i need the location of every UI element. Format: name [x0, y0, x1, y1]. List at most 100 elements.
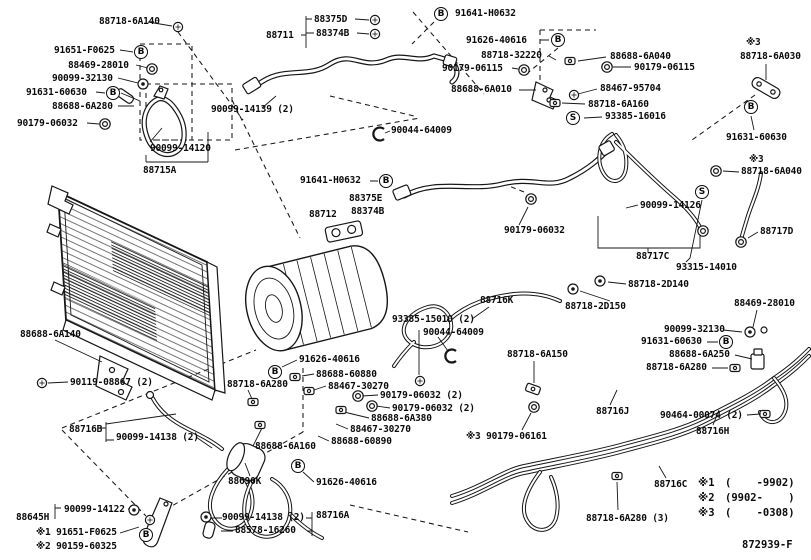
part-label: 91641-H0632 [455, 8, 516, 19]
legend-marker: ※2 [698, 492, 715, 504]
part-label: 91626-40616 [466, 35, 527, 46]
legend-value: (9902- ) [725, 492, 795, 504]
part-label: 88717C [636, 251, 670, 262]
ref-symbol-b: B [139, 528, 153, 542]
part-label: 88718-2D150 [565, 301, 626, 312]
part-label: 90099-14139 (2) [211, 104, 294, 115]
part-label: 91631-60630 [26, 87, 87, 98]
ref-symbol-b: B [744, 100, 758, 114]
part-label: 93385-16016 [605, 111, 666, 122]
applicability-legend: ※1 ( -9902) ※2 (9902- ) ※3( -0308) [698, 477, 795, 522]
legend-marker: ※1 [698, 477, 715, 489]
part-label: 88467-30270 [350, 424, 411, 435]
part-label: 91626-40616 [299, 354, 360, 365]
part-label: 90099-32130 [52, 73, 113, 84]
ref-symbol-b: B [434, 7, 448, 21]
part-label: 88718-6A140 [99, 16, 160, 27]
figure-code: 872939-F [742, 539, 793, 551]
part-label: 93315-14010 [676, 262, 737, 273]
part-label: 91651-F0625 [54, 45, 115, 56]
part-label: 90179-06115 [634, 62, 695, 73]
part-label: 88688-6A280 [52, 101, 113, 112]
ref-symbol-b: B [719, 335, 733, 349]
part-label: 88467-95704 [600, 83, 661, 94]
part-label: 90179-06115 [442, 63, 503, 74]
part-label: 91626-40616 [316, 477, 377, 488]
part-label: 88718-6A150 [507, 349, 568, 360]
legend-marker: ※3 [698, 507, 715, 519]
part-label: 90099-32130 [664, 324, 725, 335]
part-label: 88645H [16, 512, 50, 523]
part-label: 88578-16260 [235, 525, 296, 536]
part-label: 88716J [596, 406, 630, 417]
part-label: 88718-2D140 [628, 279, 689, 290]
part-label: 88712 [309, 209, 337, 220]
part-label: 88718-6A280 [227, 379, 288, 390]
part-label: 93385-15010 (2) [392, 314, 475, 325]
part-label: 88688-6A380 [371, 413, 432, 424]
part-label: 90179-06032 [504, 225, 565, 236]
part-label: 88717D [760, 226, 794, 237]
part-label: 90179-06032 [17, 118, 78, 129]
part-label: 88688-6A160 [255, 441, 316, 452]
part-label: ※2 90159-60325 [36, 541, 117, 552]
part-label: 88375E [349, 193, 383, 204]
part-label: 88716H [696, 426, 730, 437]
part-label: 90099-14138 (2) [116, 432, 199, 443]
ref-symbol-b: B [134, 45, 148, 59]
part-label: 90119-08867 (2) [70, 377, 153, 388]
ref-symbol-b: B [551, 33, 565, 47]
part-label: 90179-06032 (2) [380, 390, 463, 401]
part-label: 88718-32220 [481, 50, 542, 61]
ref-symbol-b: B [379, 174, 393, 188]
part-label: 88375D [314, 14, 348, 25]
part-label: 90099-14126 [640, 200, 701, 211]
part-label: 88718-6A160 [588, 99, 649, 110]
part-label: 88688-6A140 [20, 329, 81, 340]
part-label: 88374B [316, 28, 350, 39]
part-label: 88688-6A010 [451, 84, 512, 95]
part-label: 90099-14122 [64, 504, 125, 515]
part-label: 91641-H0632 [300, 175, 361, 186]
part-label: 88718-6A280 (3) [586, 513, 669, 524]
part-label: 88716C [654, 479, 688, 490]
part-label: 90099-14120 [150, 143, 211, 154]
part-label: 88467-30270 [328, 381, 389, 392]
part-label: 88688-60890 [331, 436, 392, 447]
part-label: 90179-06032 (2) [392, 403, 475, 414]
part-label: ※3 [749, 154, 764, 165]
part-label: 90044-64009 [423, 327, 484, 338]
part-label: ※1 91651-F0625 [36, 527, 117, 538]
legend-row: ※3( -0308) [698, 507, 795, 522]
part-label: 88716A [316, 510, 350, 521]
legend-value: ( -9902) [725, 477, 795, 489]
part-label: 88469-28010 [734, 298, 795, 309]
ref-symbol-s: S [566, 111, 580, 125]
part-label: 88469-28010 [68, 60, 129, 71]
legend-row: ※2 (9902- ) [698, 492, 795, 507]
ref-symbol-b: B [106, 86, 120, 100]
ref-symbol-s: S [695, 185, 709, 199]
part-label: 88690K [228, 476, 262, 487]
part-label: ※3 90179-06161 [466, 431, 547, 442]
ref-symbol-b: B [291, 459, 305, 473]
part-label: 88718-6A030 [740, 51, 801, 62]
part-label: 88688-6A040 [610, 51, 671, 62]
ref-symbol-b: B [268, 365, 282, 379]
part-label: 88711 [266, 30, 294, 41]
part-label: 90044-64009 [391, 125, 452, 136]
part-label: 88688-60880 [316, 369, 377, 380]
legend-row: ※1 ( -9902) [698, 477, 795, 492]
part-label: 88688-6A250 [669, 349, 730, 360]
part-label: 88718-6A280 [646, 362, 707, 373]
part-label: 90099-14138 (2) [222, 512, 305, 523]
part-label: 88716B [69, 424, 103, 435]
part-label: 91631-60630 [641, 336, 702, 347]
part-label: ※3 [746, 37, 761, 48]
part-label: 88716K [480, 295, 514, 306]
part-label: 88374B [351, 206, 385, 217]
part-label: 88718-6A040 [741, 166, 802, 177]
part-label: 90464-00074 (2) [660, 410, 743, 421]
